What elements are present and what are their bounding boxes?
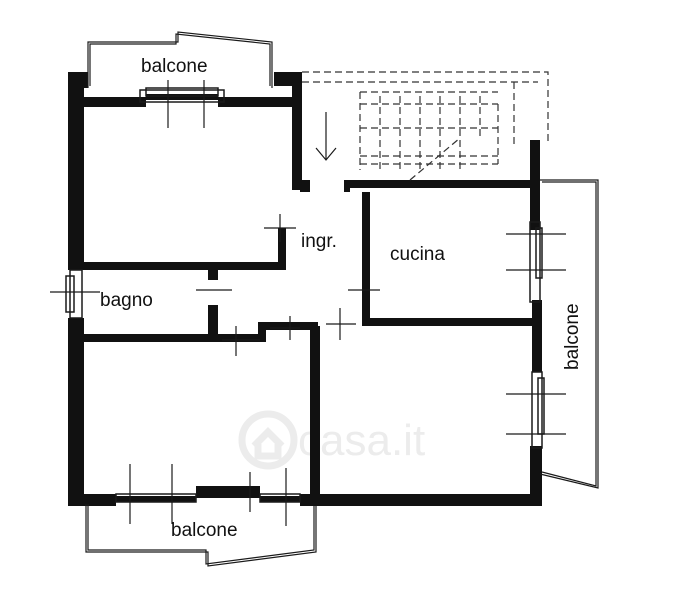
label-cucina: cucina (390, 244, 445, 265)
balcony-top (87, 31, 273, 88)
outer-walls (68, 72, 542, 506)
staircase (302, 71, 549, 181)
tick-marks (50, 80, 566, 526)
home-icon (238, 410, 298, 470)
balcony-bottom (85, 504, 317, 567)
label-balcone-right: balcone (562, 303, 583, 370)
balcony-outlines (85, 31, 599, 567)
label-balcone-top: balcone (141, 56, 208, 77)
label-ingresso: ingr. (301, 231, 337, 252)
interior-walls (84, 192, 538, 498)
window-frames (65, 87, 545, 503)
label-balcone-bottom: balcone (171, 520, 238, 541)
watermark: casa.it (238, 410, 425, 470)
arrow-down-icon (315, 112, 337, 161)
label-bagno: bagno (100, 290, 153, 311)
room-labels: balcone ingr. cucina bagno balcone balco… (100, 56, 583, 541)
balcony-right (539, 179, 599, 489)
